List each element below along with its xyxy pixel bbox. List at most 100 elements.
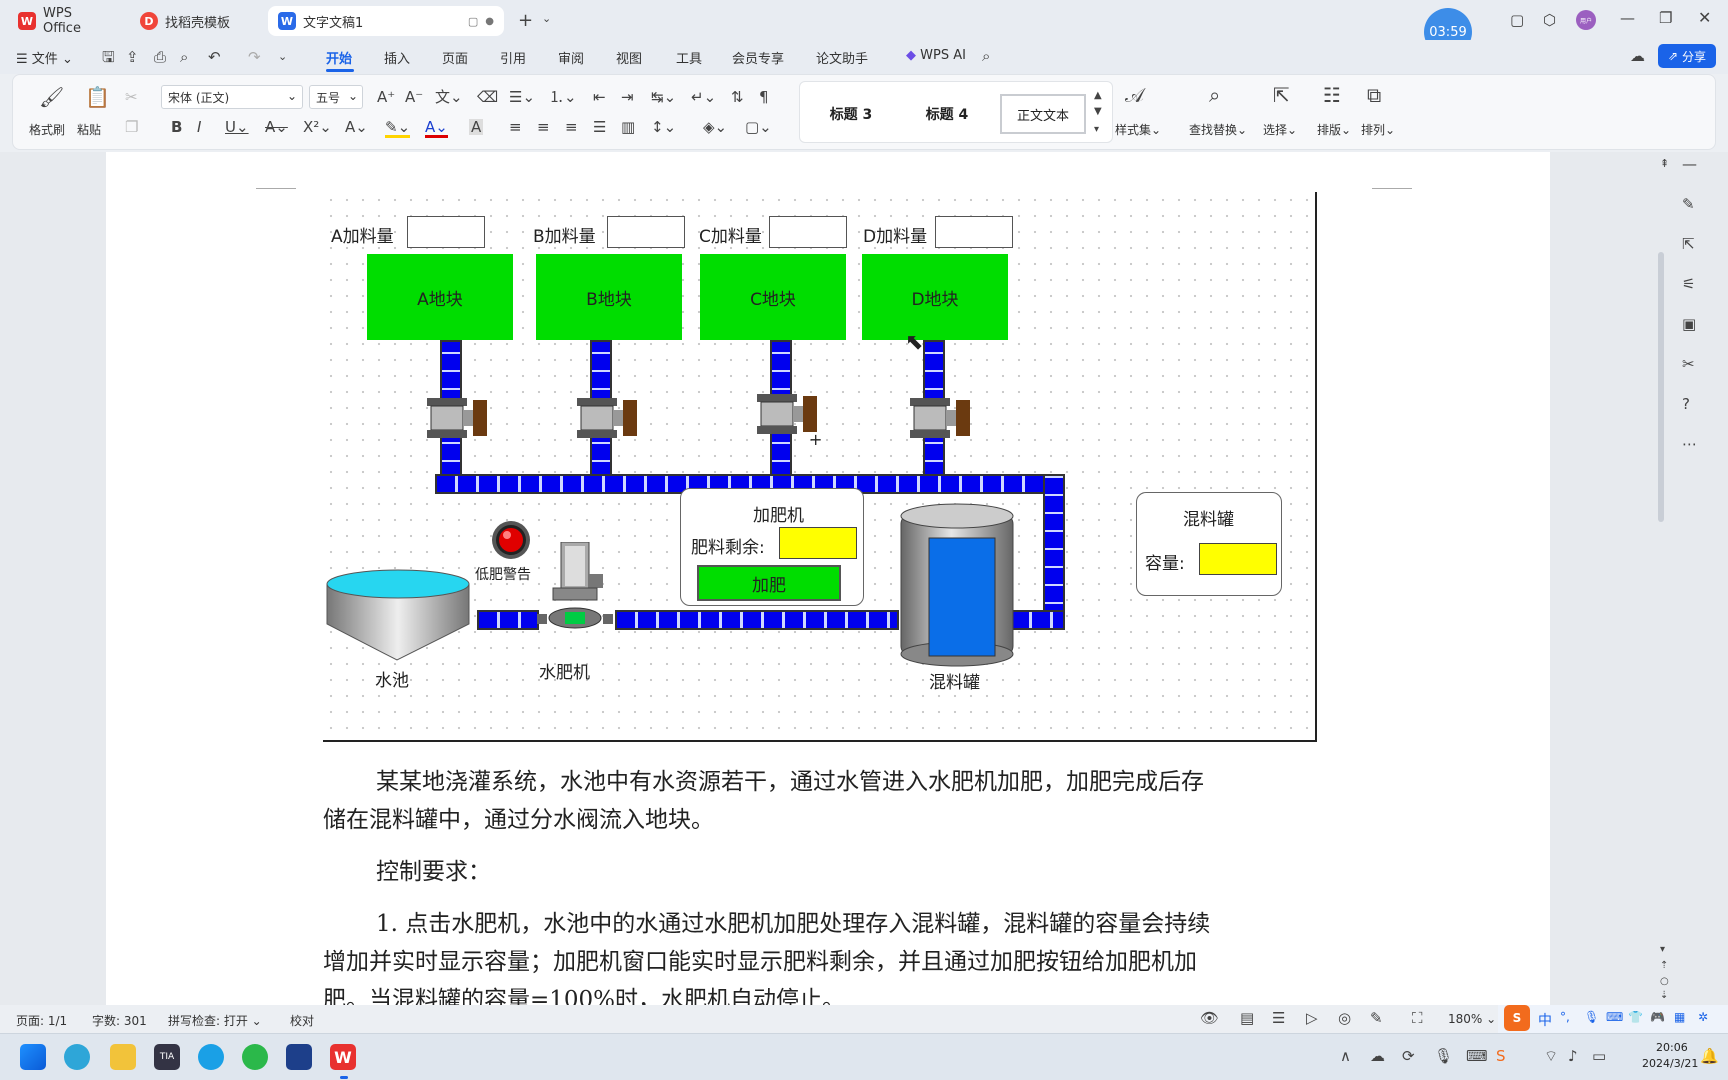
mixing-tank-icon[interactable]: [899, 502, 1015, 668]
water-fertilizer-pump-icon[interactable]: [537, 542, 617, 632]
plot-b-amount-input[interactable]: [607, 216, 685, 248]
valve-a-icon[interactable]: [427, 392, 489, 442]
window-mode-icon[interactable]: ▢: [1510, 11, 1525, 29]
cut-icon[interactable]: ✂: [125, 88, 138, 106]
paste-icon[interactable]: 📋: [85, 85, 110, 109]
toolbox-icon[interactable]: ▦: [1674, 1010, 1686, 1024]
font-name-select[interactable]: 宋体 (正文)⌄: [161, 85, 303, 109]
align-center-icon[interactable]: ≡: [537, 118, 550, 136]
wps-taskbar-icon[interactable]: W: [330, 1044, 356, 1070]
bullets-icon[interactable]: ☰⌄: [509, 88, 536, 106]
avatar[interactable]: 用户: [1576, 10, 1596, 30]
onedrive-icon[interactable]: ☁: [1370, 1047, 1385, 1065]
draw-icon[interactable]: ✎: [1370, 1009, 1383, 1027]
page-down-icon[interactable]: ⇣: [1660, 990, 1669, 1001]
skin-icon[interactable]: 👕: [1628, 1010, 1643, 1024]
export-icon[interactable]: ⇪: [126, 48, 139, 66]
menu-home[interactable]: 开始: [326, 52, 353, 67]
format-painter-label[interactable]: 格式刷: [29, 123, 66, 137]
page-count[interactable]: 页面: 1/1: [16, 1014, 68, 1028]
tab-list-chevron-icon[interactable]: ⌄: [542, 12, 552, 25]
restore-icon[interactable]: ❐: [1659, 9, 1673, 27]
eye-protect-icon[interactable]: 👁: [1200, 1009, 1220, 1027]
web-view-icon[interactable]: ◎: [1338, 1009, 1352, 1027]
highlight-icon[interactable]: ✎⌄: [385, 118, 411, 138]
notification-bell-icon[interactable]: 🔔: [1700, 1047, 1719, 1065]
quick-access-chevron-icon[interactable]: ⌄: [278, 50, 288, 63]
plot-c-amount-input[interactable]: [769, 216, 847, 248]
underline-icon[interactable]: U⌄: [225, 118, 249, 136]
search-icon[interactable]: ⌕: [982, 47, 991, 65]
scroll-top-icon[interactable]: ⇞: [1660, 157, 1670, 170]
gallery-icon[interactable]: ▣: [1682, 315, 1697, 333]
more-icon[interactable]: ⋯: [1682, 435, 1697, 453]
menu-tools[interactable]: 工具: [676, 52, 703, 67]
punctuation-icon[interactable]: °,: [1560, 1010, 1570, 1024]
plot-b[interactable]: B地块: [536, 254, 682, 340]
align-right-icon[interactable]: ≡: [565, 118, 578, 136]
format-painter-icon[interactable]: 🖌: [39, 85, 65, 109]
menu-insert[interactable]: 插入: [384, 52, 411, 67]
style-set-label[interactable]: 样式集⌄: [1115, 123, 1162, 137]
print-preview-icon[interactable]: ⌕: [180, 48, 189, 66]
menu-thesis[interactable]: 论文助手: [816, 52, 869, 67]
plot-d-amount-input[interactable]: [935, 216, 1013, 248]
align-left-icon[interactable]: ≡: [509, 118, 522, 136]
wifi-icon[interactable]: ⌔: [1544, 1047, 1559, 1065]
volume-icon[interactable]: ♪: [1568, 1047, 1578, 1065]
plot-d[interactable]: D地块: [862, 254, 1008, 340]
sogou-ime-icon[interactable]: S: [1504, 1005, 1530, 1031]
ime-mode[interactable]: 中: [1538, 1013, 1552, 1029]
find-icon[interactable]: ⌕: [1209, 83, 1221, 107]
plot-a[interactable]: A地块: [367, 254, 513, 340]
tray-chevron-icon[interactable]: ∧: [1340, 1047, 1351, 1065]
collapse-icon[interactable]: —: [1682, 155, 1697, 173]
outdent-icon[interactable]: ⇤: [593, 88, 606, 106]
page-view-icon[interactable]: ▤: [1240, 1009, 1255, 1027]
shading-icon[interactable]: ◈⌄: [703, 118, 728, 136]
menu-file[interactable]: ☰ 文件 ⌄: [16, 52, 73, 67]
keyboard-icon[interactable]: ⌨: [1606, 1010, 1624, 1024]
proofread-button[interactable]: 校对: [290, 1014, 315, 1028]
prev-page-icon[interactable]: ▾: [1660, 944, 1666, 955]
browse-object-icon[interactable]: ○: [1660, 976, 1669, 987]
justify-icon[interactable]: ☰: [593, 118, 607, 136]
tab-close-icon[interactable]: ●: [485, 15, 494, 27]
border-icon[interactable]: ▢⌄: [745, 118, 772, 136]
mcgs-icon[interactable]: [286, 1044, 312, 1070]
word-count[interactable]: 字数: 301: [92, 1014, 147, 1028]
line-spacing-icon[interactable]: ↕⌄: [651, 118, 677, 136]
tools-icon[interactable]: ✂: [1682, 355, 1695, 373]
menu-page[interactable]: 页面: [442, 52, 469, 67]
superscript-icon[interactable]: X²⌄: [303, 118, 332, 136]
irrigation-diagram[interactable]: A加料量 B加料量 C加料量 D加料量 A地块 B地块 C地块 D地块 加肥机: [323, 192, 1317, 742]
select-label[interactable]: 选择⌄: [1263, 123, 1298, 137]
microphone-icon[interactable]: 🎙: [1434, 1047, 1454, 1065]
arrange-label[interactable]: 排列⌄: [1361, 123, 1396, 137]
plot-c[interactable]: C地块: [700, 254, 846, 340]
menu-member[interactable]: 会员专享: [732, 52, 785, 67]
style-scroll-up-icon[interactable]: ▲: [1094, 90, 1102, 101]
copy-icon[interactable]: ❐: [125, 118, 139, 136]
ime-tray-icon[interactable]: ⌨: [1466, 1047, 1488, 1065]
spell-check-status[interactable]: 拼写检查: 打开 ⌄: [168, 1014, 262, 1028]
new-tab-icon[interactable]: +: [518, 10, 534, 31]
voice-icon[interactable]: 🎙: [1584, 1010, 1600, 1024]
page-up-icon[interactable]: ⇡: [1660, 960, 1669, 971]
shrink-font-icon[interactable]: A⁻: [405, 88, 424, 106]
valve-b-icon[interactable]: [577, 392, 639, 442]
add-fertilizer-button[interactable]: 加肥: [697, 565, 841, 601]
font-color-icon[interactable]: A⌄: [425, 118, 448, 138]
menu-references[interactable]: 引用: [500, 52, 527, 67]
plot-a-amount-input[interactable]: [407, 216, 485, 248]
minimize-icon[interactable]: —: [1620, 9, 1635, 27]
valve-d-icon[interactable]: [910, 392, 972, 442]
layout-icon[interactable]: ☷: [1323, 83, 1341, 107]
app-green-icon[interactable]: [242, 1044, 268, 1070]
file-explorer-icon[interactable]: [110, 1044, 136, 1070]
zoom-level[interactable]: 180% ⌄: [1448, 1012, 1497, 1026]
help-icon[interactable]: ?: [1682, 395, 1690, 413]
phonetic-icon[interactable]: 文⌄: [435, 88, 463, 106]
font-size-select[interactable]: 五号⌄: [309, 85, 363, 109]
tia-portal-icon[interactable]: TIA: [154, 1044, 180, 1070]
